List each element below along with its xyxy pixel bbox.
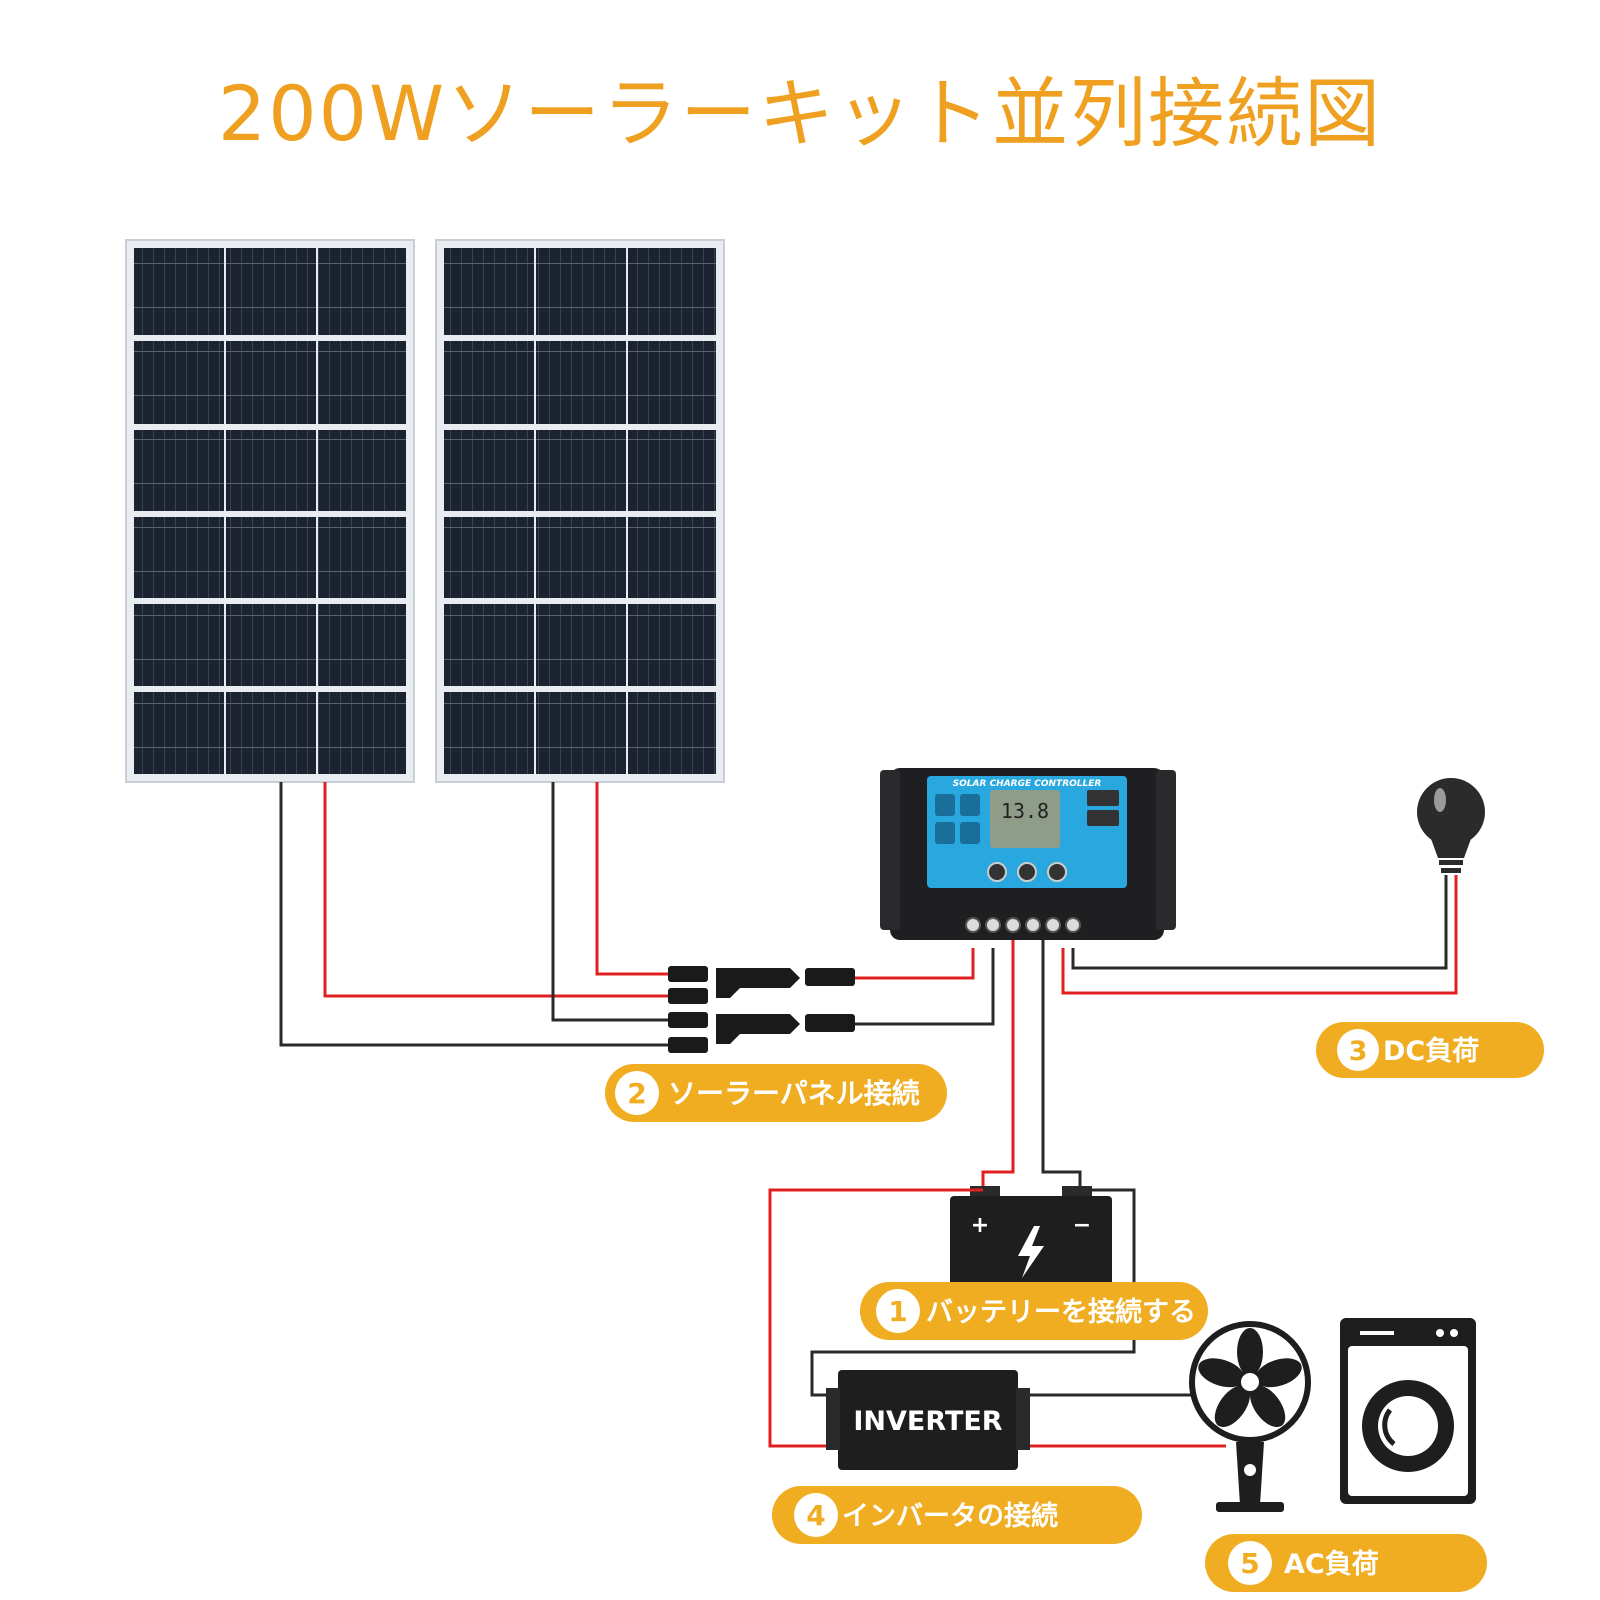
battery-minus: − bbox=[1073, 1213, 1091, 1238]
battery: + − bbox=[950, 1186, 1112, 1292]
controller-button-2[interactable] bbox=[1017, 862, 1037, 882]
step-5-label: AC負荷 bbox=[1284, 1549, 1379, 1580]
mc4-connectors bbox=[668, 966, 855, 1053]
solar-panel-2 bbox=[435, 239, 725, 783]
inverter-wiring bbox=[768, 1188, 1226, 1448]
step-badge-4: 4 インバータの接続 bbox=[772, 1486, 1142, 1544]
fan-icon bbox=[1189, 1321, 1311, 1512]
step-4-number: 4 bbox=[806, 1499, 825, 1532]
lightning-bolt-icon bbox=[1018, 1226, 1044, 1278]
step-badge-3: 3 DC負荷 bbox=[1316, 1022, 1544, 1078]
washing-machine-icon bbox=[1340, 1318, 1476, 1504]
step-3-label: DC負荷 bbox=[1383, 1036, 1479, 1067]
controller-display: 13.8 bbox=[1001, 799, 1049, 823]
controller-wiring bbox=[981, 875, 1458, 1190]
solar-charge-controller: SOLAR CHARGE CONTROLLER 13.8 bbox=[880, 768, 1176, 940]
battery-plus: + bbox=[971, 1213, 989, 1238]
controller-button-3[interactable] bbox=[1047, 862, 1067, 882]
solar-panel-1 bbox=[125, 239, 415, 783]
panel-wiring bbox=[279, 782, 995, 1047]
step-badge-2: 2 ソーラーパネル接続 bbox=[605, 1064, 947, 1122]
step-3-number: 3 bbox=[1349, 1036, 1368, 1067]
inverter-label: INVERTER bbox=[853, 1406, 1002, 1437]
step-4-label: インバータの接続 bbox=[842, 1501, 1058, 1532]
step-2-number: 2 bbox=[627, 1077, 646, 1110]
step-2-label: ソーラーパネル接続 bbox=[668, 1077, 920, 1110]
light-bulb-icon bbox=[1417, 778, 1485, 873]
page-title: 200Wソーラーキット並列接続図 bbox=[217, 69, 1383, 158]
inverter: INVERTER bbox=[826, 1370, 1030, 1470]
step-1-label: バッテリーを接続する bbox=[926, 1297, 1196, 1328]
controller-label: SOLAR CHARGE CONTROLLER bbox=[953, 779, 1102, 789]
step-badge-5: 5 AC負荷 bbox=[1205, 1534, 1487, 1592]
controller-button-1[interactable] bbox=[987, 862, 1007, 882]
step-1-number: 1 bbox=[888, 1295, 907, 1328]
step-badge-1: 1 バッテリーを接続する bbox=[860, 1282, 1208, 1340]
step-5-number: 5 bbox=[1240, 1547, 1259, 1580]
